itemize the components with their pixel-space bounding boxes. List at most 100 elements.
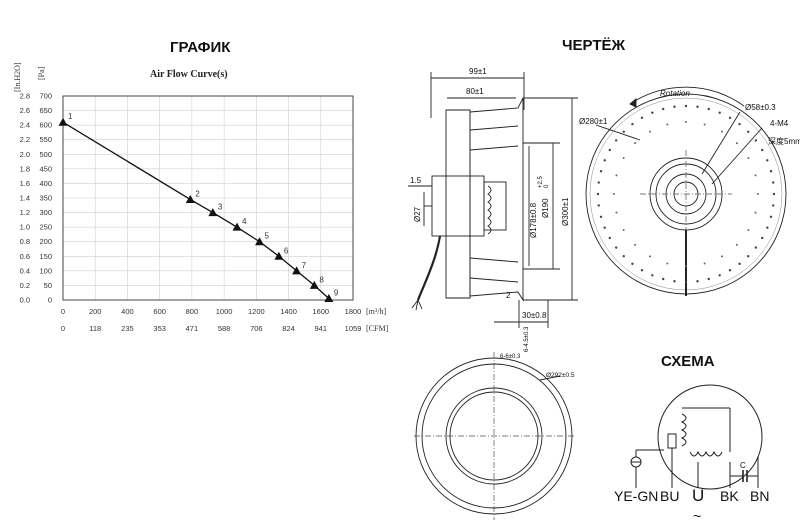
rivet-hole [747,130,750,133]
y-tick-pa: 650 [39,106,52,115]
x-unit-bottom: [CFM] [366,324,389,333]
y-tick-inh2o: 0.2 [20,281,30,290]
y-tick-pa: 250 [39,223,52,232]
rivet-hole [614,246,618,249]
x-tick-cfm: 588 [218,324,231,333]
ring-inner [445,387,543,485]
blade-line [469,257,519,263]
rotor-winding [487,185,492,235]
rivet-hole [735,243,738,246]
rivet-hole [707,107,710,111]
dim-99: 99±1 [469,67,487,76]
rivet-hole [754,174,757,177]
x-tick-cfm: 1059 [345,324,362,333]
rivet-hole [721,130,723,133]
rivet-hole [651,274,654,277]
blade-line [469,277,519,283]
y-tick-inh2o: 0.8 [20,237,30,246]
curve-point [274,251,284,260]
cable [416,235,442,301]
x-tick-m3h: 800 [186,307,199,316]
y-tick-inh2o: 2.2 [20,135,30,144]
rivet-hole [596,192,600,196]
x-tick-m3h: 1200 [248,307,265,316]
rivet-hole [662,277,665,281]
rivet-hole [640,116,644,119]
curve-point [324,294,334,303]
x-tick-cfm: 824 [282,324,295,333]
y-tick-inh2o: 0.6 [20,252,30,261]
wire-u: U [692,486,704,505]
dim-depth: 深度5mm [768,136,800,146]
dim-2: 2 [506,291,511,300]
rivet-hole [673,105,676,108]
curve-point [255,237,265,246]
y-tick-inh2o: 0.0 [20,296,30,305]
y-tick-pa: 450 [39,164,52,173]
x-tick-m3h: 1800 [345,307,362,316]
rivet-hole [703,123,706,126]
y-tick-pa: 700 [39,92,52,101]
y-tick-pa: 300 [39,208,52,217]
wire-bn: BN [750,488,769,504]
rotation-label: Rotation [660,89,690,98]
y-unit-left: [In.H2O] [13,62,22,92]
rivet-hole [769,215,773,218]
point-label: 6 [284,246,289,255]
inlet-ring-view: 6-6±0.3 6-4.5±0.3 Ø292±0.5 [414,326,576,520]
wire-tilde: ~ [693,508,701,524]
leader-280 [595,124,641,141]
y-tick-inh2o: 1.4 [20,194,30,203]
chart-heading: ГРАФИК [170,39,231,56]
rivet-hole [754,246,758,249]
dim-m4: 4-M4 [770,119,789,128]
curve-point [309,280,319,289]
curve-line [62,121,330,300]
rivet-hole [754,139,758,142]
y-tick-pa: 600 [39,121,52,130]
point-label: 4 [242,217,247,226]
y-tick-inh2o: 1.6 [20,179,30,188]
rivet-hole [766,159,769,162]
point-label: 5 [265,232,270,241]
y-tick-inh2o: 2.6 [20,106,30,115]
x-tick-m3h: 200 [89,307,102,316]
motor-hub [431,175,485,237]
winding-1 [680,413,687,447]
rivet-hole [754,211,757,214]
rivet-hole [622,130,625,133]
wire-ye-gn: YE-GN [614,488,658,504]
x-tick-m3h: 0 [61,307,65,316]
blade-line [469,145,519,151]
rivet-hole [608,236,611,240]
rivet-hole [666,262,669,265]
rivet-hole [684,104,688,108]
rivet-hole [622,157,625,159]
fan-front-view: Rotation Ø280±1 Ø58±0.3 4-M4 深度5mm [579,86,800,296]
rivet-hole [597,181,600,184]
dim-slot-2: 6-4.5±0.3 [524,326,530,352]
rivet-hole [640,269,644,272]
y-tick-pa: 550 [39,135,52,144]
impeller-backplate [445,109,471,299]
dim-slot: 6-6±0.3 [500,354,521,360]
x-tick-cfm: 0 [61,324,65,333]
curve-point [292,266,302,275]
rivet-hole [599,170,603,173]
x-tick-cfm: 353 [153,324,166,333]
curve-point [58,117,68,126]
rivet-hole [728,116,732,119]
drawing-heading: ЧЕРТЁЖ [562,37,626,54]
rivet-hole [662,107,665,111]
rivet-hole [603,159,606,162]
x-tick-m3h: 400 [121,307,134,316]
curve-point [208,208,218,217]
blade-line [469,125,519,131]
y-tick-inh2o: 2.0 [20,150,30,159]
rivet-hole [608,148,611,152]
dim-190-tol-upper: +2.5 [538,175,544,188]
y-tick-pa: 500 [39,150,52,159]
y-tick-pa: 350 [39,194,52,203]
x-tick-m3h: 1000 [216,307,233,316]
